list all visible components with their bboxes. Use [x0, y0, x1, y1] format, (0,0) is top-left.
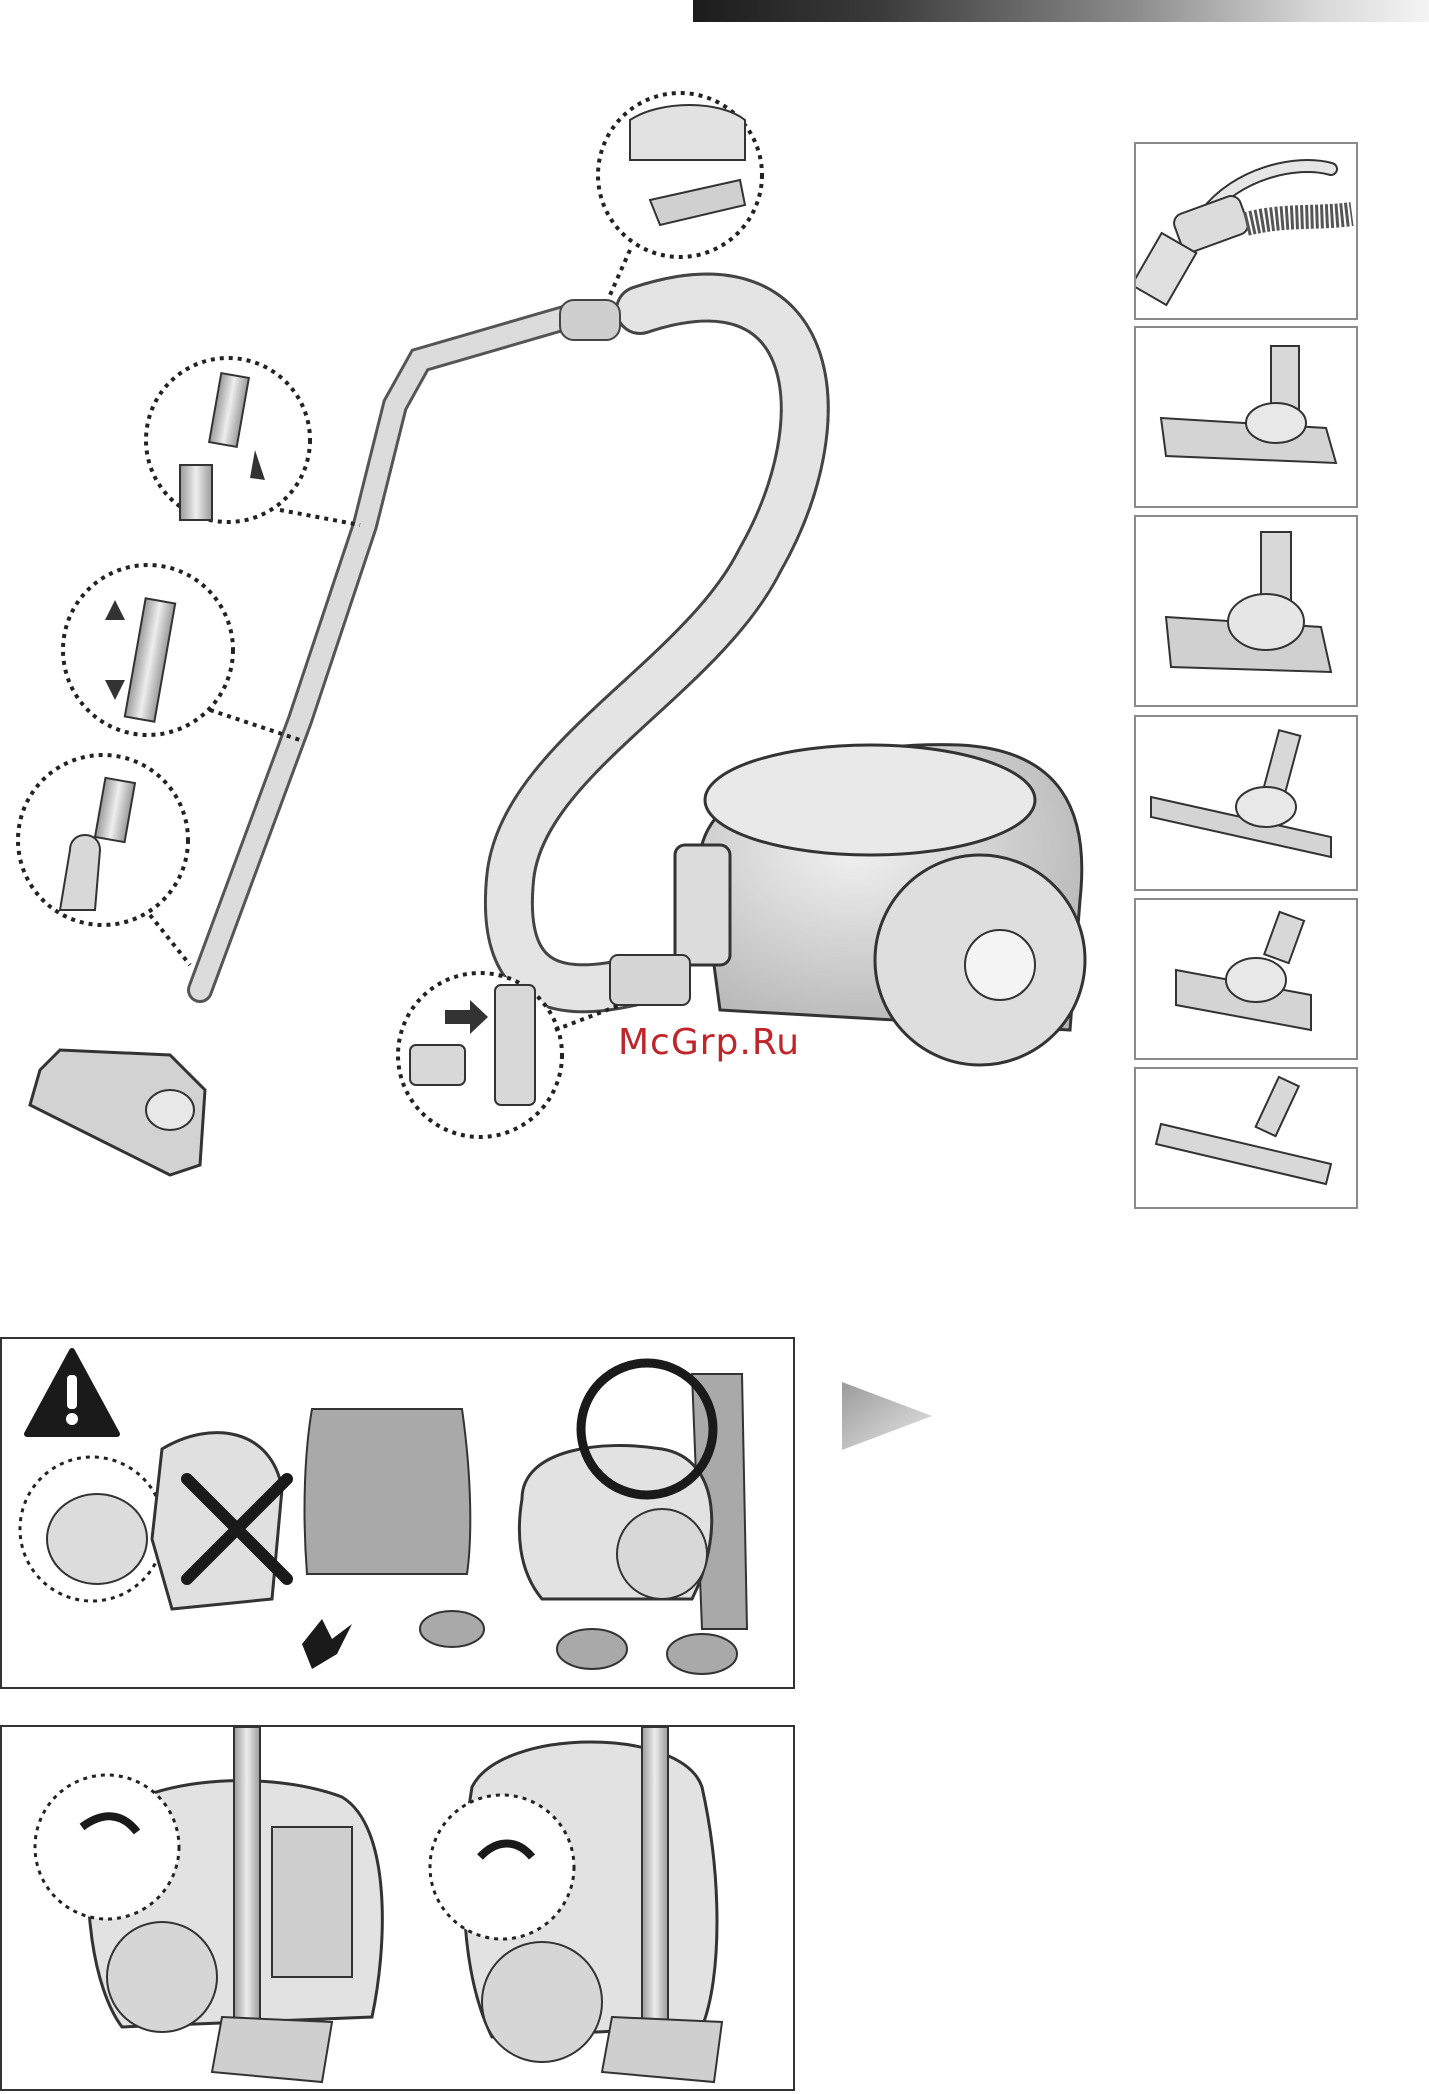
detail-nozzle-join	[18, 755, 188, 925]
warning-triangle-icon	[27, 1351, 117, 1434]
hard-floor-brush-icon	[1136, 1069, 1356, 1207]
storage-panel	[0, 1725, 795, 2091]
accessory-parquet-brush	[1134, 715, 1358, 891]
watermark-text: McGrp.Ru	[618, 1022, 800, 1063]
storage-illustration	[2, 1727, 793, 2089]
detail-storage-slot-left	[35, 1775, 179, 1919]
vacuum-body	[610, 745, 1085, 1065]
play-arrow-icon	[838, 1378, 938, 1458]
turbo-brush-icon	[1136, 900, 1356, 1058]
hose-handle-icon	[1136, 144, 1356, 318]
combination-brush-icon	[1136, 517, 1356, 705]
hose-grip	[560, 300, 620, 340]
accessory-combination-brush	[1134, 515, 1358, 707]
floor-brush-icon	[1136, 328, 1356, 506]
impact-burst-icon	[302, 1619, 352, 1669]
accessory-floor-brush	[1134, 326, 1358, 508]
carry-illustration	[2, 1339, 793, 1687]
accessory-hose-handle	[1134, 142, 1358, 320]
parquet-brush-icon	[1136, 717, 1356, 889]
detail-storage-slot-right	[430, 1795, 574, 1939]
accessory-hard-floor-brush	[1134, 1067, 1358, 1209]
accessory-turbo-brush	[1134, 898, 1358, 1060]
carry-warning-panel	[0, 1337, 795, 1689]
